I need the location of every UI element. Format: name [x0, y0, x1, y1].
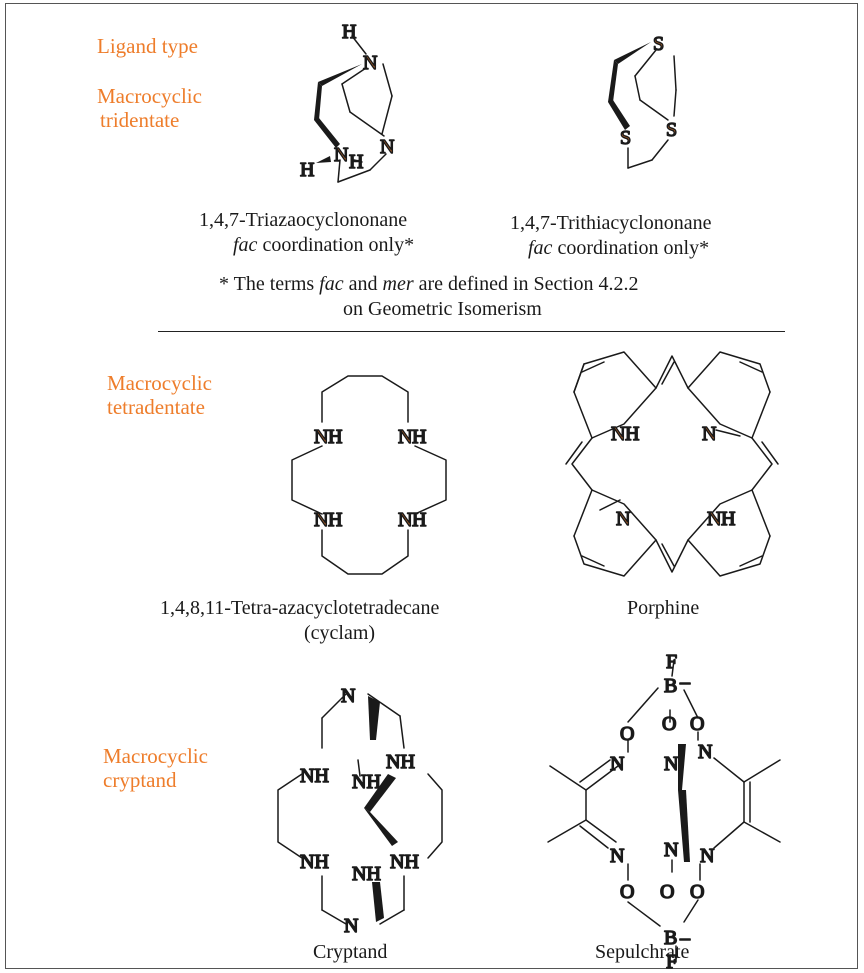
cryptand-nh4: NH [300, 851, 329, 873]
sep-o2: O [662, 713, 676, 735]
sep-o3: O [690, 713, 704, 735]
sepulchrate-name: Sepulchrate [595, 941, 690, 963]
sep-o1: O [620, 723, 634, 745]
ttcn-note: fac coordination only* [528, 237, 710, 259]
sep-o5: O [660, 881, 674, 903]
tacn-note: fac coordination only* [233, 234, 415, 256]
tacn-n-top: N [363, 52, 377, 74]
tetradentate-label-1: Macrocyclic [107, 371, 212, 395]
sep-n5: N [664, 839, 678, 861]
sep-n3: N [698, 741, 712, 763]
cryptand-structure: N NH NH NH NH NH NH N [277, 684, 443, 938]
porphine-n3: N [616, 508, 630, 530]
sep-n2: N [664, 753, 678, 775]
tacn-n-right: N [380, 136, 394, 158]
sep-minus-top: – [679, 671, 691, 693]
cryptand-label-1: Macrocyclic [103, 744, 208, 768]
cyclam-h2: H [412, 426, 426, 448]
ttcn-s-top: S [653, 33, 664, 55]
porphine-h4: H [721, 508, 735, 530]
sep-minus-bottom: – [679, 927, 691, 949]
ligand-type-header: Ligand type [97, 34, 198, 58]
cryptand-n-bottom: N [344, 915, 358, 937]
tacn-h-mid: H [349, 151, 363, 173]
ttcn-s-right: S [666, 119, 677, 141]
cryptand-label-2: cryptand [103, 768, 177, 792]
porphine-n4: N [707, 508, 721, 530]
tacn-name: 1,4,7-Triazaocyclononane [199, 209, 408, 231]
cyclam-n1: N [314, 426, 328, 448]
porphine-structure: N H N N N H [565, 351, 779, 577]
ttcn-structure: S S S [608, 32, 678, 169]
cryptand-nh3: NH [352, 771, 381, 793]
cryptand-nh2: NH [386, 751, 415, 773]
sep-f-bottom: F [666, 951, 677, 973]
footnote-line2: on Geometric Isomerism [343, 298, 542, 320]
cryptand-n-top: N [341, 685, 355, 707]
cryptand-nh6: NH [352, 863, 381, 885]
cyclam-h4: H [412, 509, 426, 531]
cyclam-h3: H [328, 509, 342, 531]
cyclam-name-1: 1,4,8,11-Tetra-azacyclotetradecane [160, 597, 440, 619]
sep-o4: O [620, 881, 634, 903]
cyclam-name-2: (cyclam) [304, 622, 376, 644]
ttcn-name: 1,4,7-Trithiacyclononane [510, 212, 712, 234]
sep-b-bottom: B [664, 927, 677, 949]
tacn-structure: H N N H N H [299, 20, 395, 183]
sep-n1: N [610, 753, 624, 775]
porphine-h1: H [625, 423, 639, 445]
porphine-n1: N [611, 423, 625, 445]
sep-b-top: B [664, 675, 677, 697]
tridentate-label-1: Macrocyclic [97, 84, 202, 108]
figure-frame [5, 3, 858, 969]
cryptand-nh1: NH [300, 765, 329, 787]
cyclam-n4: N [398, 509, 412, 531]
tridentate-label-2: tridentate [100, 108, 180, 132]
ttcn-s-left: S [620, 127, 631, 149]
tacn-h-top: H [342, 21, 356, 43]
sepulchrate-structure: F B – O O O N N N N N N O O O B – F [547, 650, 781, 973]
cyclam-n2: N [398, 426, 412, 448]
cyclam-n3: N [314, 509, 328, 531]
sep-n4: N [610, 845, 624, 867]
cyclam-h1: H [328, 426, 342, 448]
cryptand-nh5: NH [390, 851, 419, 873]
footnote-line1: * The terms fac and mer are defined in S… [219, 273, 639, 295]
sep-n6: N [700, 845, 714, 867]
tetradentate-label-2: tetradentate [107, 395, 205, 419]
sep-f-top: F [666, 651, 677, 673]
sep-o6: O [690, 881, 704, 903]
cryptand-name: Cryptand [313, 941, 388, 963]
porphine-name: Porphine [627, 597, 700, 619]
section-divider [158, 331, 785, 332]
porphine-n2: N [702, 423, 716, 445]
tacn-h-left: H [300, 159, 314, 181]
cyclam-structure: N H N H N H N H [291, 375, 447, 575]
tacn-n-left: N [334, 144, 348, 166]
